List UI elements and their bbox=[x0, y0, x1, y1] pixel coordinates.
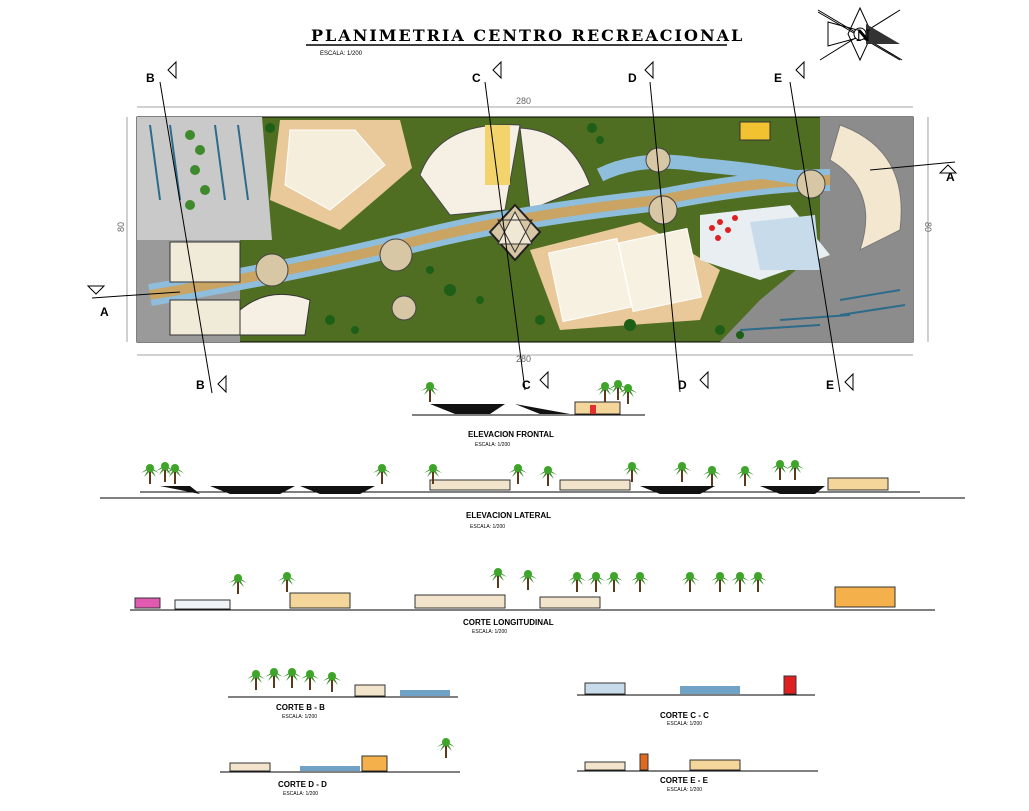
cut-label-a-right: A bbox=[946, 170, 955, 184]
page-title: PLANIMETRIA CENTRO RECREACIONAL bbox=[311, 26, 744, 45]
cut-label-d-top: D bbox=[628, 71, 637, 85]
elevation-lateral bbox=[100, 460, 965, 499]
site-plan bbox=[136, 116, 914, 343]
section-cut-lines bbox=[91, 81, 956, 394]
section-e-e bbox=[577, 753, 818, 772]
dim-right: 80 bbox=[923, 222, 933, 232]
lateral-scale: ESCALA: 1/200 bbox=[470, 524, 505, 530]
cut-label-c-bottom: C bbox=[522, 378, 531, 392]
dd-title: CORTE D - D bbox=[278, 780, 327, 789]
cut-label-e-bottom: E bbox=[826, 378, 834, 392]
cut-label-b-bottom: B bbox=[196, 378, 205, 392]
cut-label-d-bottom: D bbox=[678, 378, 687, 392]
section-longitudinal bbox=[130, 568, 935, 611]
dim-left: 80 bbox=[116, 222, 126, 232]
cc-scale: ESCALA: 1/200 bbox=[667, 721, 702, 727]
cut-label-c-top: C bbox=[472, 71, 481, 85]
cut-label-a-left: A bbox=[100, 305, 109, 319]
title-scale: ESCALA: 1/200 bbox=[320, 51, 363, 57]
cut-label-b-top: B bbox=[146, 71, 155, 85]
dd-scale: ESCALA: 1/200 bbox=[283, 791, 318, 797]
section-c-c bbox=[577, 675, 815, 696]
bb-title: CORTE B - B bbox=[276, 703, 325, 712]
frontal-title: ELEVACION FRONTAL bbox=[468, 430, 554, 439]
ee-title: CORTE E - E bbox=[660, 776, 709, 785]
section-b-b bbox=[228, 668, 458, 698]
frontal-scale: ESCALA: 1/200 bbox=[475, 442, 510, 448]
bb-scale: ESCALA: 1/200 bbox=[282, 714, 317, 720]
lateral-title: ELEVACION LATERAL bbox=[466, 511, 551, 520]
compass-letter: N bbox=[856, 26, 873, 45]
ee-scale: ESCALA: 1/200 bbox=[667, 787, 702, 793]
dim-top: 280 bbox=[516, 96, 531, 106]
dim-bottom: 280 bbox=[516, 354, 531, 364]
plan-dimensions: 280 280 80 80 bbox=[116, 96, 933, 364]
cc-title: CORTE C - C bbox=[660, 711, 709, 720]
section-d-d bbox=[220, 738, 460, 773]
compass-rose-icon: N bbox=[817, 6, 903, 62]
longitudinal-scale: ESCALA: 1/200 bbox=[472, 629, 507, 635]
longitudinal-title: CORTE LONGITUDINAL bbox=[463, 618, 554, 627]
cut-label-e-top: E bbox=[774, 71, 782, 85]
elevation-frontal bbox=[412, 380, 645, 416]
